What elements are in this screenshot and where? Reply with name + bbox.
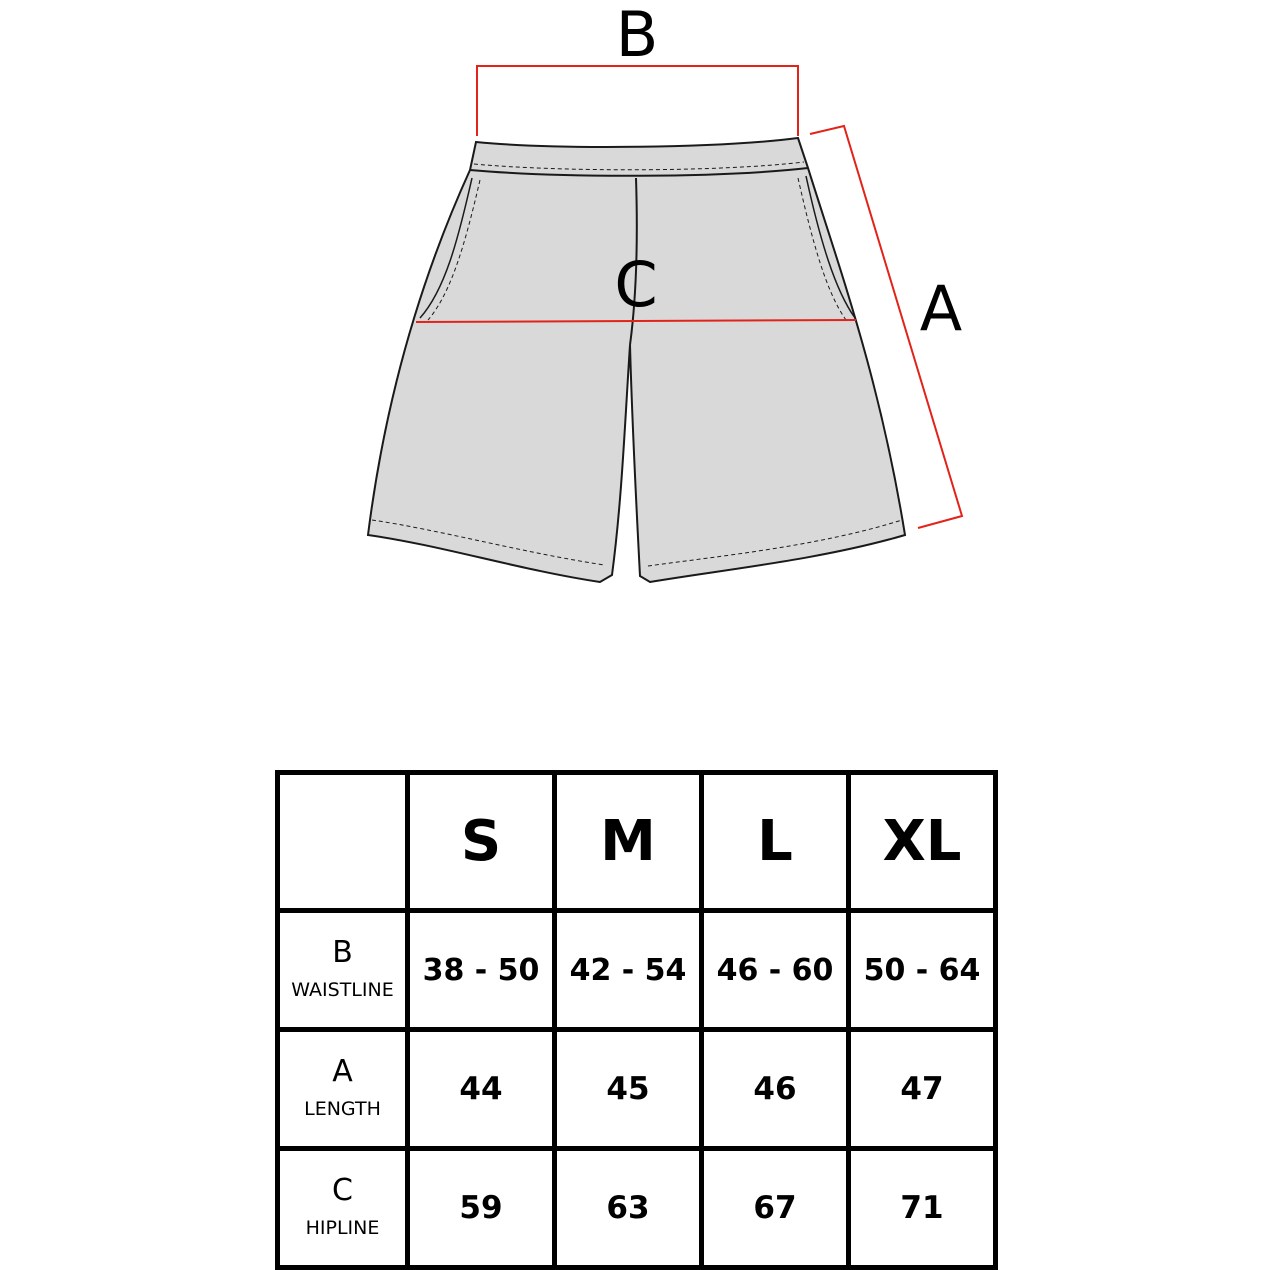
length-l: 46 — [699, 1027, 851, 1151]
shorts-illustration — [366, 136, 907, 584]
left-pocket-stitch — [427, 179, 481, 321]
waistline-m: 42 - 54 — [552, 908, 704, 1032]
label-b: B — [616, 0, 659, 71]
length-xl: 47 — [846, 1027, 998, 1151]
row-header-waistline: B WAISTLINE — [275, 908, 410, 1032]
waistline-l: 46 - 60 — [699, 908, 851, 1032]
row-header-hipline: C HIPLINE — [275, 1146, 410, 1270]
label-c: C — [614, 248, 657, 321]
left-hem-stitch — [371, 519, 605, 566]
length-m: 45 — [552, 1027, 704, 1151]
shorts-measurement-diagram: B A C — [366, 0, 964, 584]
size-header-xl: XL — [846, 770, 998, 913]
waistline-s: 38 - 50 — [405, 908, 557, 1032]
hip-measure-line — [415, 319, 857, 323]
row-header-length: A LENGTH — [275, 1027, 410, 1151]
waist-measure-bracket — [476, 65, 799, 136]
waistline-xl: 50 - 64 — [846, 908, 998, 1032]
hipline-l: 67 — [699, 1146, 851, 1270]
waistband-stitch — [473, 161, 805, 171]
center-seam — [629, 177, 638, 346]
size-chart-table: S M L XL B WAISTLINE 38 - 50 42 - 54 46 … — [275, 770, 998, 1270]
size-header-s: S — [405, 770, 557, 913]
label-a: A — [920, 272, 962, 345]
hipline-row: C HIPLINE 59 63 67 71 — [275, 1146, 998, 1270]
right-pocket — [805, 175, 856, 319]
size-header-m: M — [552, 770, 704, 913]
hipline-xl: 71 — [846, 1146, 998, 1270]
length-measure-bracket — [809, 124, 964, 529]
left-pocket — [419, 177, 473, 319]
right-pocket-stitch — [797, 177, 847, 321]
waistline-row: B WAISTLINE 38 - 50 42 - 54 46 - 60 50 -… — [275, 908, 998, 1032]
size-header-row: S M L XL — [275, 770, 998, 913]
corner-cell — [275, 770, 410, 913]
size-header-l: L — [699, 770, 851, 913]
right-hem-stitch — [647, 519, 903, 567]
waistband-seam — [469, 167, 809, 177]
length-s: 44 — [405, 1027, 557, 1151]
hipline-s: 59 — [405, 1146, 557, 1270]
hipline-m: 63 — [552, 1146, 704, 1270]
length-row: A LENGTH 44 45 46 47 — [275, 1027, 998, 1151]
